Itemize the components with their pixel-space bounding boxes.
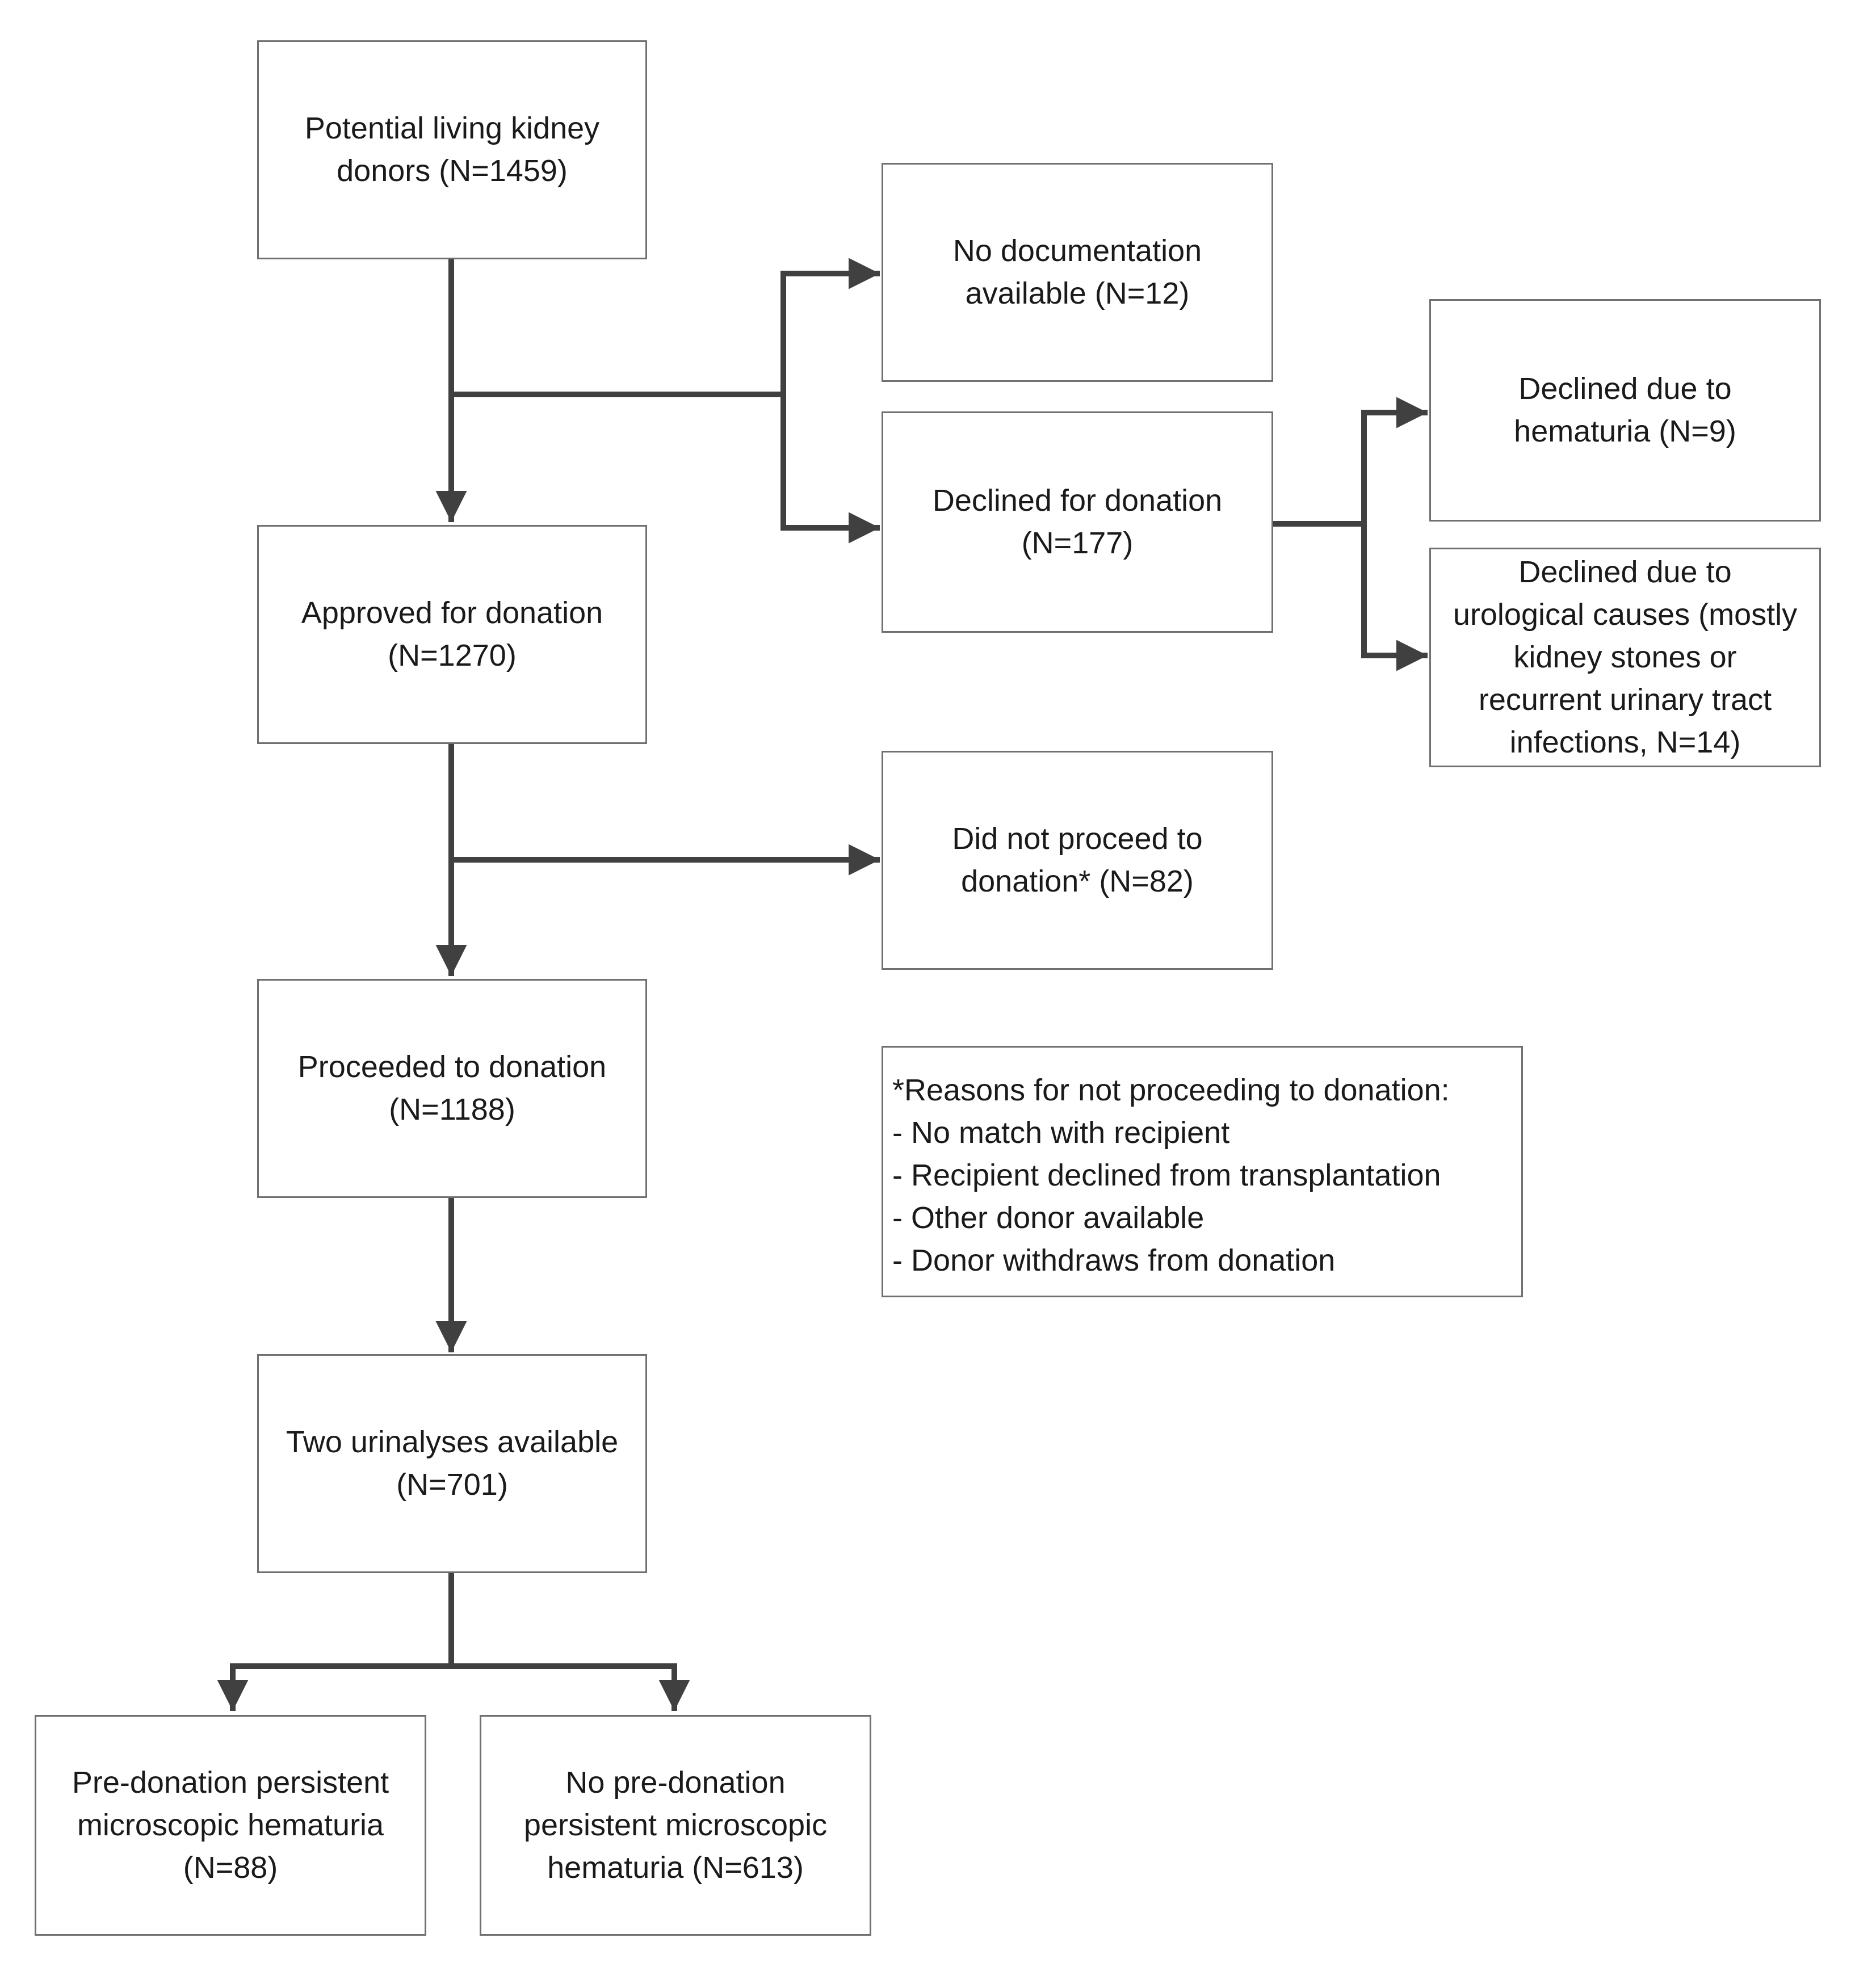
box-declined-hematuria: Declined due to hematuria (N=9) [1429,299,1821,522]
box-text-line: (N=1188) [389,1092,515,1126]
footnote-line: - Donor withdraws from donation [892,1243,1336,1277]
box-text-line: Proceeded to donation [297,1050,607,1084]
box-text-line: infections, N=14) [1509,725,1741,759]
box-text-line: available (N=12) [965,276,1190,310]
footnote-line: - Recipient declined from transplantatio… [892,1158,1441,1192]
box-text-line: Two urinalyses available [286,1425,619,1459]
box-approved: Approved for donation (N=1270) [257,525,647,744]
box-text-line: Declined due to [1518,555,1732,589]
box-text-line: No pre-donation [565,1765,786,1800]
box-did-not-proceed: Did not proceed to donation* (N=82) [882,751,1273,970]
box-text-line: hematuria (N=613) [547,1851,804,1885]
box-text-line: donation* (N=82) [961,864,1194,898]
footnote-line: - Other donor available [892,1201,1204,1235]
box-declined-urological: Declined due to urological causes (mostl… [1429,548,1821,767]
box-no-persistent-hematuria: No pre-donation persistent microscopic h… [480,1715,871,1936]
box-text-line: hematuria (N=9) [1514,414,1736,448]
footnote-reasons-box: *Reasons for not proceeding to donation:… [882,1046,1523,1297]
box-text-line: microscopic hematuria [77,1808,384,1842]
box-proceeded: Proceeded to donation (N=1188) [257,979,647,1198]
box-no-documentation: No documentation available (N=12) [882,163,1273,382]
box-declined-for-donation: Declined for donation (N=177) [882,411,1273,633]
box-text-line: (N=701) [396,1468,508,1502]
box-text-line: Declined due to [1518,372,1732,406]
box-text-line: (N=88) [183,1851,278,1885]
box-text-line: (N=1270) [388,638,517,672]
box-text-line: kidney stones or [1513,640,1737,674]
box-text-line: No documentation [952,234,1202,268]
footnote-line: - No match with recipient [892,1116,1230,1150]
box-text-line: Pre-donation persistent [72,1765,389,1800]
box-text-line: urological causes (mostly [1453,598,1798,632]
box-text-line: (N=177) [1021,526,1134,560]
box-two-urinalyses: Two urinalyses available (N=701) [257,1354,647,1573]
box-text-line: Did not proceed to [952,822,1203,856]
box-text-line: Approved for donation [301,596,603,630]
box-persistent-hematuria: Pre-donation persistent microscopic hema… [35,1715,426,1936]
footnote-line: *Reasons for not proceeding to donation: [892,1073,1450,1107]
box-text-line: donors (N=1459) [337,154,568,188]
box-text-line: persistent microscopic [523,1808,828,1842]
box-text-line: Declined for donation [932,484,1223,518]
box-text-line: recurrent urinary tract [1478,683,1772,717]
box-potential-donors: Potential living kidney donors (N=1459) [257,40,647,259]
box-text-line: Potential living kidney [304,111,600,145]
